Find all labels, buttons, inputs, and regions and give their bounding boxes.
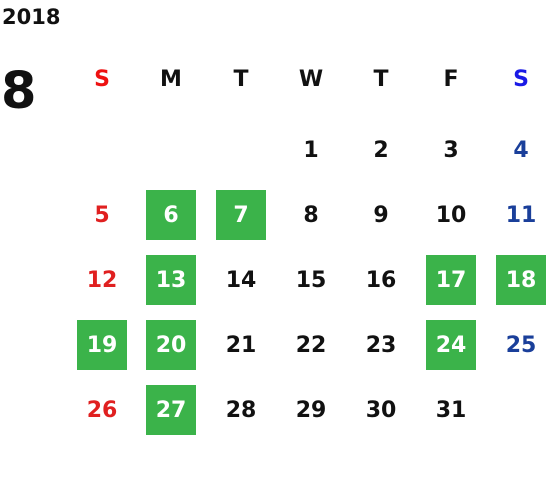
day-cell-15[interactable]: 15 bbox=[295, 267, 327, 293]
day-cell-7[interactable]: 7 bbox=[216, 190, 266, 240]
day-cell-23[interactable]: 23 bbox=[365, 332, 397, 358]
day-cell-18[interactable]: 18 bbox=[496, 255, 546, 305]
day-cell-12[interactable]: 12 bbox=[86, 267, 118, 293]
day-cell-22[interactable]: 22 bbox=[295, 332, 327, 358]
day-cell-3[interactable]: 3 bbox=[443, 137, 459, 163]
weekday-header-thu: T bbox=[373, 66, 389, 92]
day-cell-21[interactable]: 21 bbox=[225, 332, 257, 358]
calendar-year: 2018 bbox=[2, 5, 61, 29]
day-cell-28[interactable]: 28 bbox=[225, 397, 257, 423]
day-cell-25[interactable]: 25 bbox=[505, 332, 537, 358]
day-cell-29[interactable]: 29 bbox=[295, 397, 327, 423]
day-cell-26[interactable]: 26 bbox=[86, 397, 118, 423]
calendar-month: 8 bbox=[1, 62, 37, 121]
day-cell-5[interactable]: 5 bbox=[94, 202, 110, 228]
day-cell-6[interactable]: 6 bbox=[146, 190, 196, 240]
day-cell-4[interactable]: 4 bbox=[513, 137, 529, 163]
day-cell-10[interactable]: 10 bbox=[435, 202, 467, 228]
day-cell-20[interactable]: 20 bbox=[146, 320, 196, 370]
day-cell-19[interactable]: 19 bbox=[77, 320, 127, 370]
day-cell-11[interactable]: 11 bbox=[505, 202, 537, 228]
day-cell-17[interactable]: 17 bbox=[426, 255, 476, 305]
day-cell-2[interactable]: 2 bbox=[373, 137, 389, 163]
weekday-header-fri: F bbox=[443, 66, 459, 92]
weekday-header-wed: W bbox=[298, 66, 324, 92]
day-cell-24[interactable]: 24 bbox=[426, 320, 476, 370]
weekday-header-sat: S bbox=[513, 66, 529, 92]
weekday-header-tue: T bbox=[233, 66, 249, 92]
day-cell-9[interactable]: 9 bbox=[373, 202, 389, 228]
day-cell-16[interactable]: 16 bbox=[365, 267, 397, 293]
weekday-header-sun: S bbox=[94, 66, 110, 92]
day-cell-1[interactable]: 1 bbox=[303, 137, 319, 163]
day-cell-31[interactable]: 31 bbox=[435, 397, 467, 423]
weekday-header-mon: M bbox=[160, 66, 182, 92]
day-cell-13[interactable]: 13 bbox=[146, 255, 196, 305]
day-cell-27[interactable]: 27 bbox=[146, 385, 196, 435]
day-cell-30[interactable]: 30 bbox=[365, 397, 397, 423]
day-cell-8[interactable]: 8 bbox=[303, 202, 319, 228]
day-cell-14[interactable]: 14 bbox=[225, 267, 257, 293]
